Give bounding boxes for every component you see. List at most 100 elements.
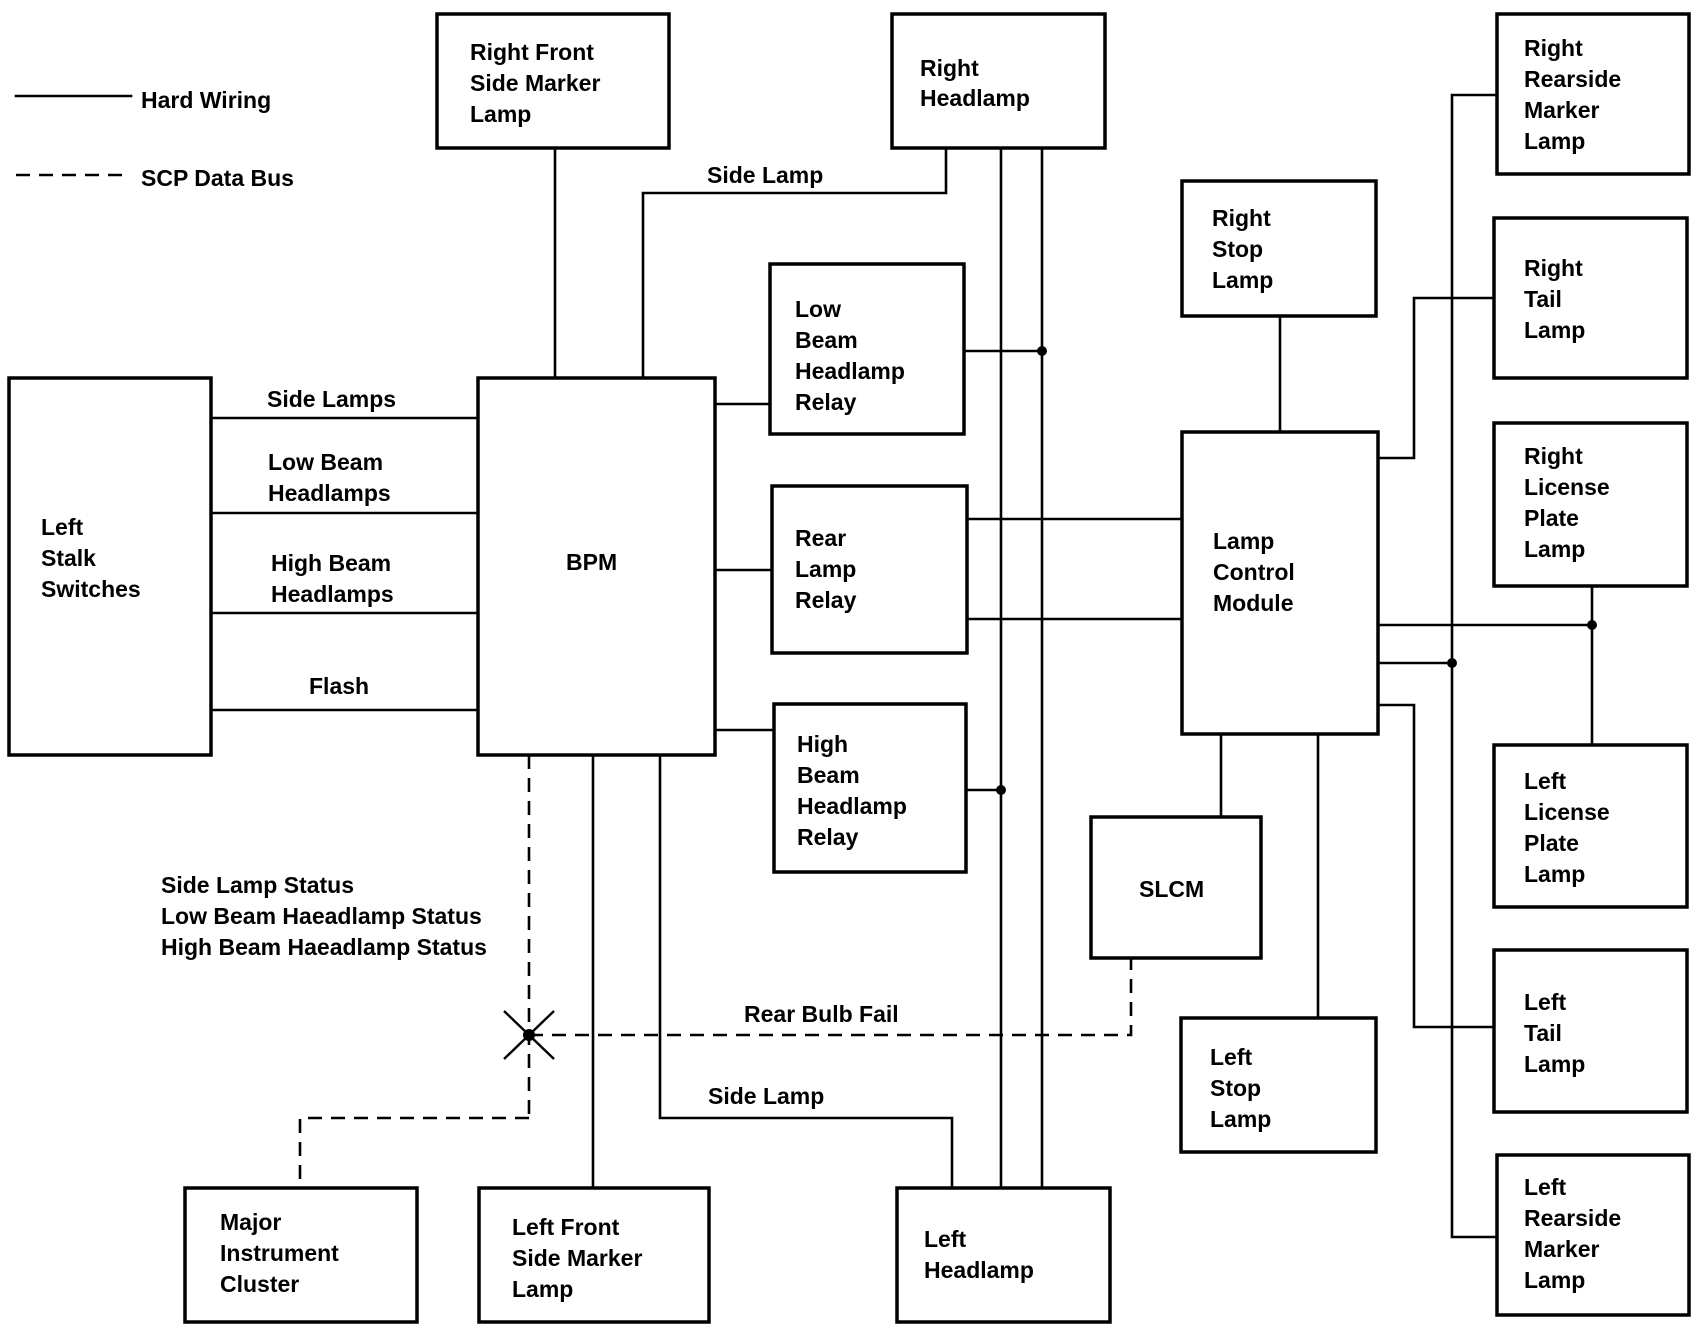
svg-text:Plate: Plate: [1524, 505, 1579, 531]
svg-text:Left: Left: [1524, 768, 1567, 794]
svg-text:Instrument: Instrument: [220, 1240, 339, 1266]
left-stop-lamp: Left Stop Lamp: [1179, 1016, 1378, 1154]
wire-rearside-marker-lamps: [1450, 93, 1499, 1239]
svg-text:Stalk: Stalk: [41, 545, 96, 571]
svg-text:Right: Right: [920, 55, 979, 81]
right-stop-lamp: Right Stop Lamp: [1180, 179, 1378, 318]
svg-text:Headlamp: Headlamp: [924, 1257, 1034, 1283]
left-tail-lamp: Left Tail Lamp: [1492, 948, 1689, 1114]
svg-text:Left Front: Left Front: [512, 1214, 620, 1240]
left-stalk-switches: Left Stalk Switches: [7, 376, 213, 757]
svg-text:Tail: Tail: [1524, 1020, 1562, 1046]
bpm: BPM: [476, 376, 717, 757]
major-instrument-cluster: Major Instrument Cluster: [183, 1186, 419, 1324]
svg-text:Right: Right: [1524, 255, 1583, 281]
junction-high-beam: [996, 785, 1006, 795]
slcm: SLCM: [1089, 815, 1263, 960]
svg-text:Rear: Rear: [795, 525, 846, 551]
svg-text:Beam: Beam: [797, 762, 860, 788]
wire-side-lamp-left-headlamp: [658, 753, 954, 1190]
svg-text:Lamp: Lamp: [1524, 1267, 1585, 1293]
svg-text:Relay: Relay: [795, 389, 857, 415]
wire-labels: Side Lamp Side Lamps Low Beam Headlamps …: [161, 162, 899, 1109]
svg-text:Stop: Stop: [1212, 236, 1263, 262]
wire-side-lamp-right-headlamp: [641, 146, 948, 380]
svg-text:Left: Left: [1524, 1174, 1567, 1200]
svg-text:Headlamp: Headlamp: [797, 793, 907, 819]
lamp-control-module: Lamp Control Module: [1180, 430, 1380, 736]
svg-text:Stop: Stop: [1210, 1075, 1261, 1101]
svg-text:Lamp: Lamp: [1212, 267, 1273, 293]
bus-rear-bulb-fail: [529, 958, 1133, 1037]
svg-text:Lamp: Lamp: [1524, 1051, 1585, 1077]
label-flash: Flash: [309, 673, 369, 699]
right-rearside-marker-lamp: Right Rearside Marker Lamp: [1495, 12, 1691, 176]
wire-lcm-left-tail: [1376, 703, 1496, 1029]
label-rear-bulb-fail: Rear Bulb Fail: [744, 1001, 899, 1027]
svg-text:Left: Left: [41, 514, 84, 540]
label-low-beam-2: Headlamps: [268, 480, 391, 506]
svg-text:Cluster: Cluster: [220, 1271, 299, 1297]
svg-text:License: License: [1524, 799, 1610, 825]
svg-text:Control: Control: [1213, 559, 1295, 585]
svg-text:Lamp: Lamp: [470, 101, 531, 127]
svg-text:Right: Right: [1524, 35, 1583, 61]
legend: Hard Wiring SCP Data Bus: [14, 87, 294, 191]
svg-text:Tail: Tail: [1524, 286, 1562, 312]
junction-rearside-marker: [1447, 658, 1457, 668]
svg-text:Headlamp: Headlamp: [795, 358, 905, 384]
svg-text:Lamp: Lamp: [1524, 128, 1585, 154]
label-high-beam-1: High Beam: [271, 550, 391, 576]
svg-text:Side Marker: Side Marker: [512, 1245, 642, 1271]
high-beam-headlamp-relay: High Beam Headlamp Relay: [772, 702, 968, 874]
bus-fault-star: [503, 1010, 555, 1060]
rear-lamp-relay: Rear Lamp Relay: [770, 484, 969, 655]
svg-text:Lamp: Lamp: [1213, 528, 1274, 554]
svg-text:Left: Left: [1210, 1044, 1253, 1070]
left-front-side-marker-lamp: Left Front Side Marker Lamp: [477, 1186, 711, 1324]
svg-text:Right Front: Right Front: [470, 39, 594, 65]
left-headlamp: Left Headlamp: [895, 1186, 1112, 1324]
label-side-lamps: Side Lamps: [267, 386, 396, 412]
svg-text:Lamp: Lamp: [795, 556, 856, 582]
svg-text:License: License: [1524, 474, 1610, 500]
svg-text:Lamp: Lamp: [1210, 1106, 1271, 1132]
svg-text:Lamp: Lamp: [512, 1276, 573, 1302]
svg-text:Low: Low: [795, 296, 841, 322]
legend-hard-wiring-label: Hard Wiring: [141, 87, 271, 113]
svg-text:Headlamp: Headlamp: [920, 85, 1030, 111]
right-front-side-marker-lamp: Right Front Side Marker Lamp: [435, 12, 671, 150]
right-tail-lamp: Right Tail Lamp: [1492, 216, 1689, 380]
label-side-lamp-top: Side Lamp: [707, 162, 823, 188]
left-license-plate-lamp: Left License Plate Lamp: [1492, 743, 1689, 909]
label-status-2: Low Beam Haeadlamp Status: [161, 903, 482, 929]
junction-license-plate: [1587, 620, 1597, 630]
svg-text:SLCM: SLCM: [1139, 876, 1204, 902]
label-low-beam-1: Low Beam: [268, 449, 383, 475]
label-status-3: High Beam Haeadlamp Status: [161, 934, 487, 960]
svg-text:BPM: BPM: [566, 549, 617, 575]
svg-text:Marker: Marker: [1524, 1236, 1599, 1262]
svg-text:Right: Right: [1524, 443, 1583, 469]
legend-scp-bus-label: SCP Data Bus: [141, 165, 294, 191]
svg-text:Lamp: Lamp: [1524, 861, 1585, 887]
svg-text:Relay: Relay: [795, 587, 857, 613]
label-status-1: Side Lamp Status: [161, 872, 354, 898]
svg-text:Right: Right: [1212, 205, 1271, 231]
svg-text:Major: Major: [220, 1209, 281, 1235]
low-beam-headlamp-relay: Low Beam Headlamp Relay: [768, 262, 966, 436]
svg-text:Rearside: Rearside: [1524, 1205, 1621, 1231]
junction-low-beam: [1037, 346, 1047, 356]
svg-text:Lamp: Lamp: [1524, 317, 1585, 343]
svg-text:Rearside: Rearside: [1524, 66, 1621, 92]
left-rearside-marker-lamp: Left Rearside Marker Lamp: [1495, 1153, 1691, 1317]
label-side-lamp-bottom: Side Lamp: [708, 1083, 824, 1109]
bus-to-instrument-cluster: [298, 1116, 529, 1188]
svg-text:Lamp: Lamp: [1524, 536, 1585, 562]
svg-text:Plate: Plate: [1524, 830, 1579, 856]
hard-wiring: [209, 93, 1597, 1239]
svg-text:High: High: [797, 731, 848, 757]
svg-text:Side Marker: Side Marker: [470, 70, 600, 96]
right-license-plate-lamp: Right License Plate Lamp: [1492, 421, 1689, 588]
